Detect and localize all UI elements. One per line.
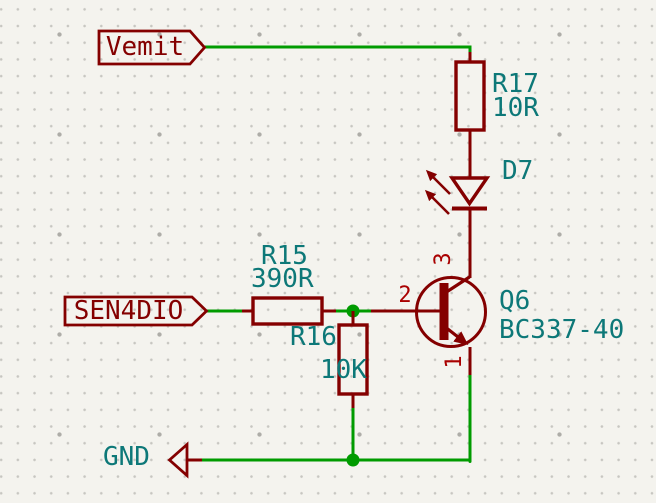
q6-collector-diagonal[interactable]	[445, 275, 471, 294]
vemit-label[interactable]: Vemit	[105, 32, 185, 62]
d7-emission-arrows	[424, 169, 451, 215]
r15-body[interactable]	[251, 296, 324, 326]
wires	[200, 45, 472, 467]
r16-reference[interactable]: R16	[290, 322, 337, 352]
led-arrow-icon	[425, 169, 451, 195]
sen4dio-label[interactable]: SEN4DIO	[73, 296, 184, 326]
q6-base-bar[interactable]	[439, 283, 449, 340]
q6-reference[interactable]: Q6	[499, 286, 531, 316]
r15-value[interactable]: 390R	[251, 264, 314, 294]
wire-vemit-to-r17[interactable]	[202, 45, 472, 55]
r15-reference[interactable]: R15	[261, 241, 308, 271]
r17-value[interactable]: 10R	[492, 93, 539, 123]
transistor-q6[interactable]	[371, 250, 487, 375]
gnd-power-symbol[interactable]	[167, 441, 203, 479]
led-d7[interactable]	[424, 150, 491, 250]
q6-value[interactable]: BC337-40	[499, 315, 625, 345]
q6-pin-number-collector: 3	[431, 252, 456, 266]
r17-reference[interactable]: R17	[492, 69, 539, 99]
q6-pin-number-emitter: 1	[442, 355, 467, 369]
r16-value[interactable]: 10K	[320, 355, 367, 385]
gnd-triangle[interactable]	[167, 441, 189, 479]
q6-emitter-diagonal[interactable]	[445, 326, 469, 346]
d7-reference[interactable]: D7	[502, 156, 534, 186]
resistor-r16[interactable]	[337, 311, 369, 408]
sen4dio-label-outline[interactable]	[63, 295, 209, 327]
q6-pin-number-base: 2	[398, 283, 412, 308]
gnd-label[interactable]: GND	[103, 442, 150, 472]
junction-gnd[interactable]	[346, 453, 360, 467]
vemit-label-outline[interactable]	[97, 29, 207, 66]
r17-body[interactable]	[454, 60, 486, 132]
resistor-r15[interactable]	[242, 296, 336, 326]
led-arrow-icon	[424, 189, 450, 215]
resistor-r17[interactable]	[454, 52, 486, 150]
d7-triangle[interactable]	[448, 176, 491, 207]
